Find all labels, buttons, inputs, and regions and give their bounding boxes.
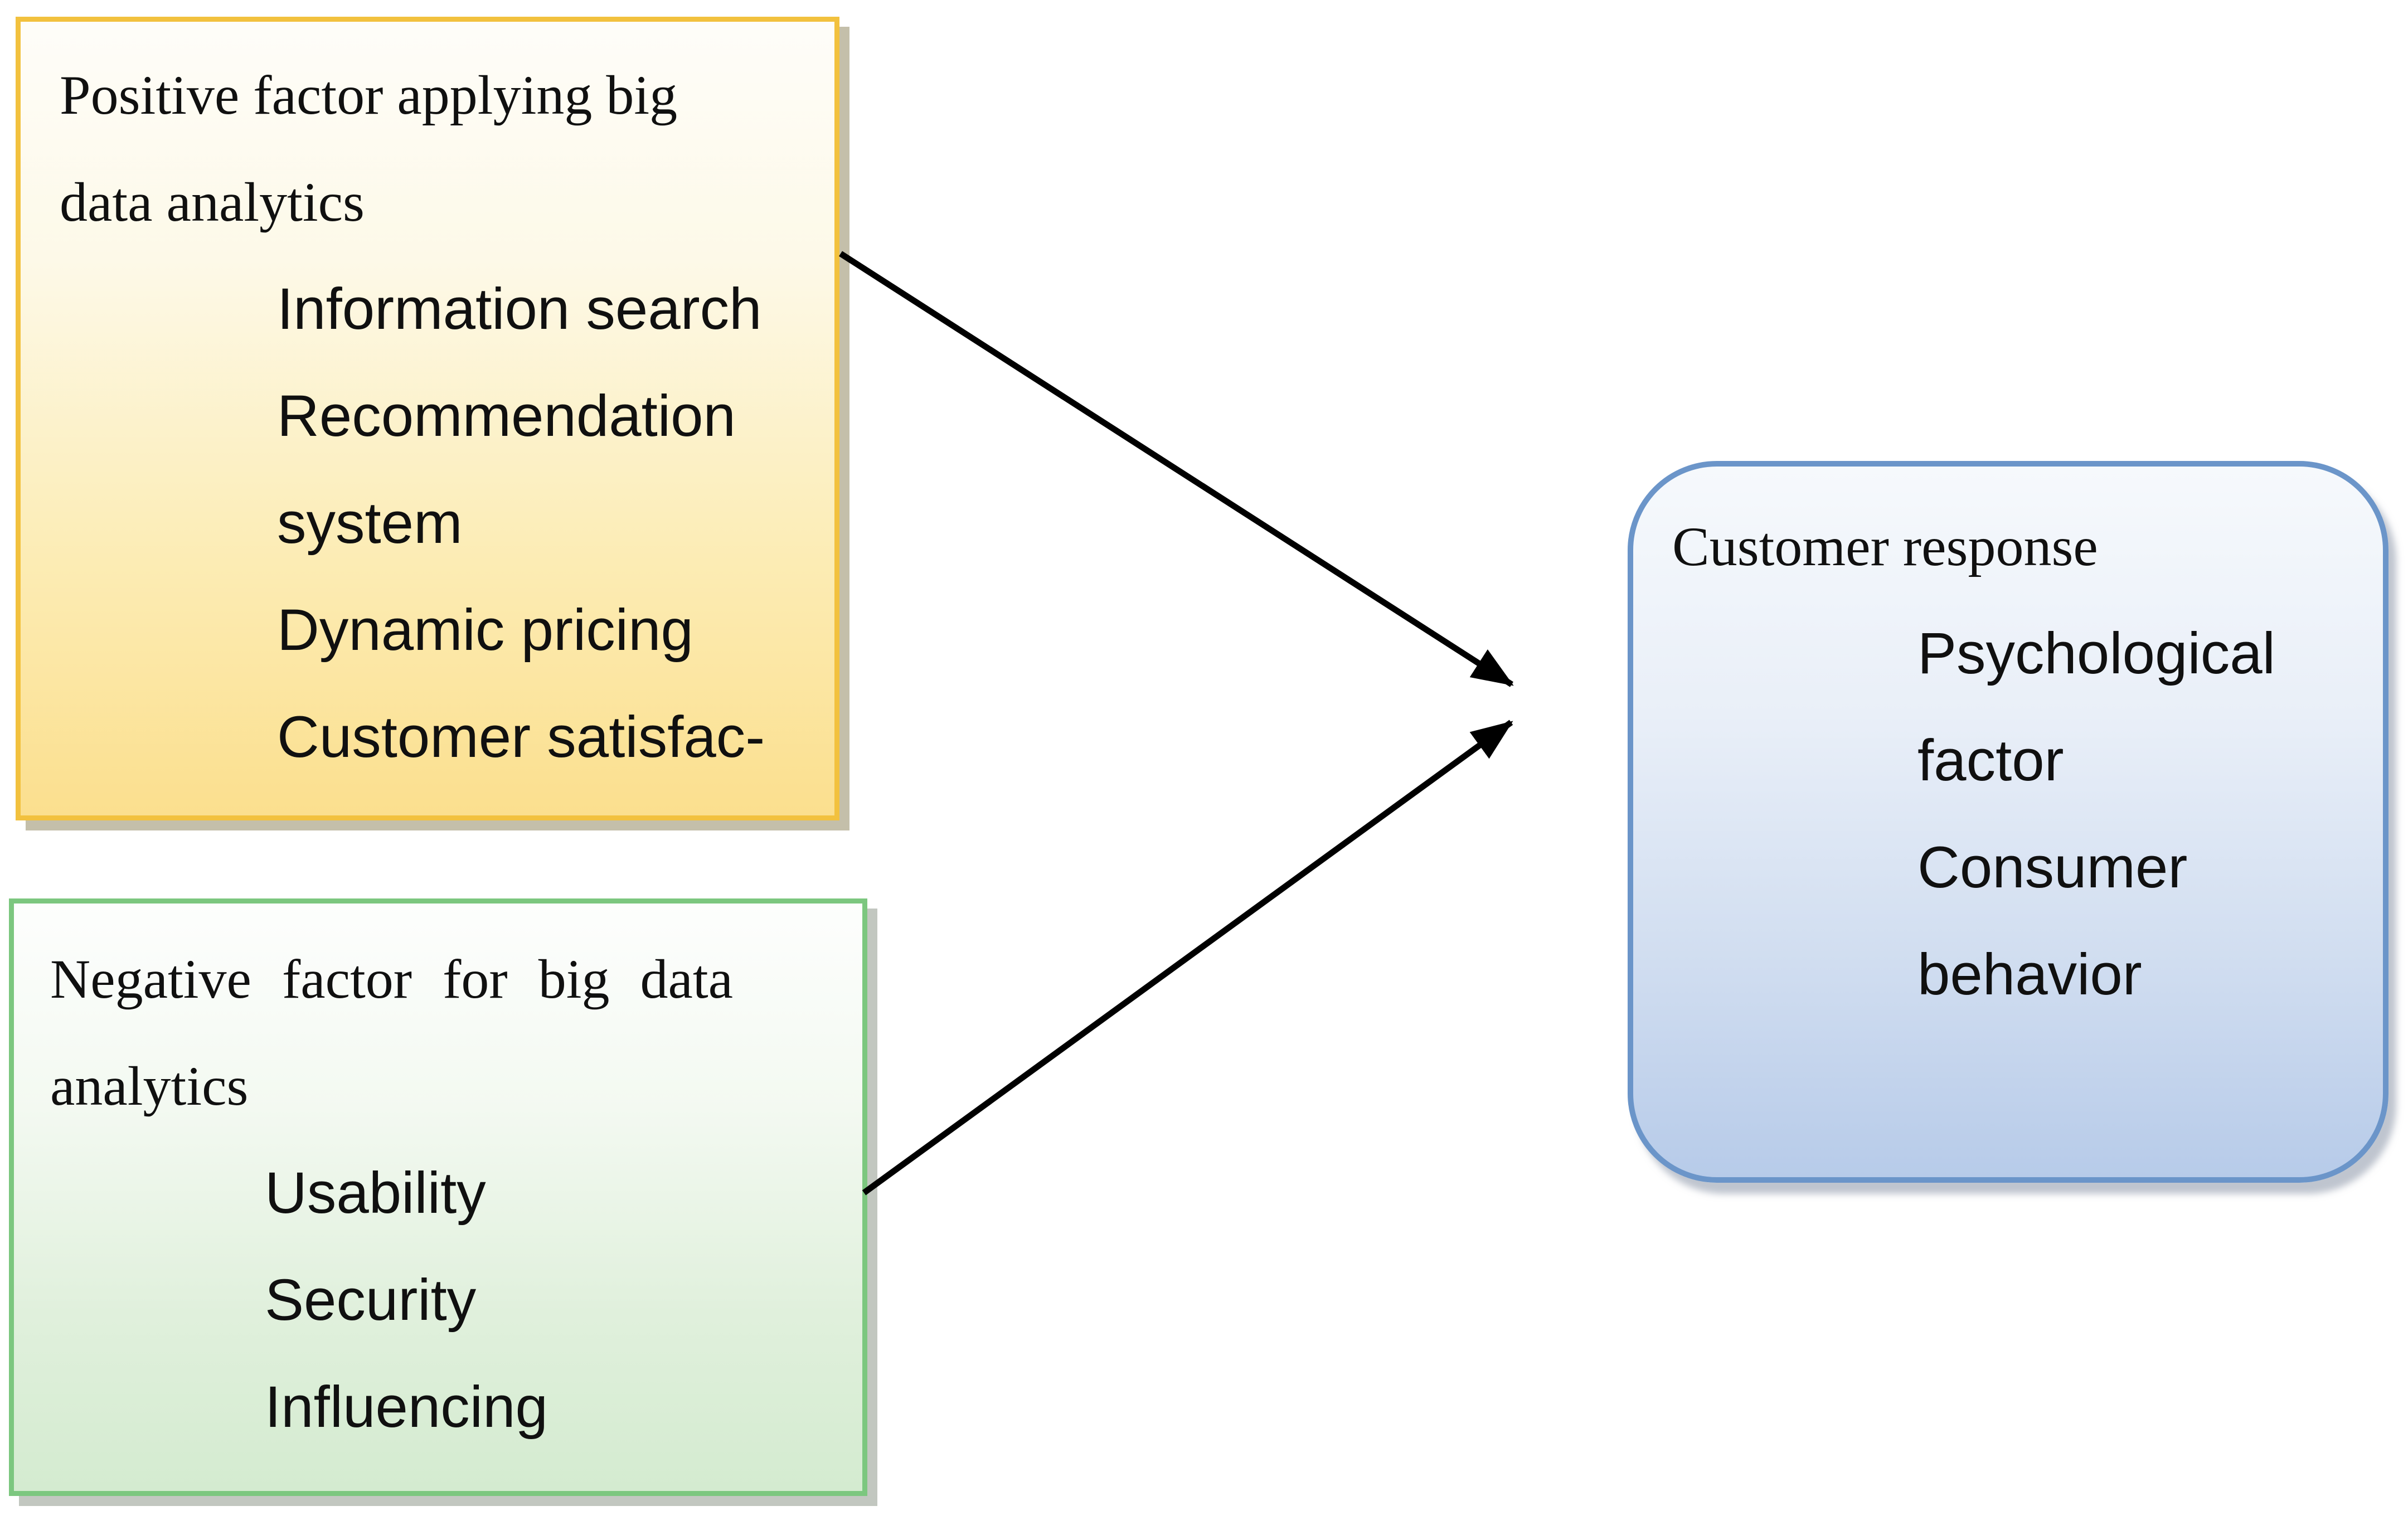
positive-box-item-information-search: Information search	[277, 276, 762, 342]
customer-response-box: Customer response Psychological factor C…	[1628, 461, 2388, 1183]
response-box-title: Customer response	[1672, 516, 2098, 577]
positive-box-item-recommendation: Recommendation	[277, 383, 736, 449]
negative-box-title-line-1: Negative factor for big data	[50, 948, 734, 1010]
response-box-item-consumer: Consumer	[1917, 835, 2188, 900]
positive-factors-box: Positive factor applying big data analyt…	[16, 17, 839, 820]
negative-box-item-usability: Usability	[265, 1160, 486, 1226]
positive-box-item-customer-satisfaction: Customer satisfac-	[277, 705, 765, 770]
positive-box-item-system: system	[277, 490, 463, 556]
response-box-item-behavior: behavior	[1917, 942, 2142, 1007]
positive-box-title-line-2: data analytics	[60, 171, 365, 233]
positive-box-title-line-1: Positive factor applying big	[60, 64, 678, 126]
response-box-item-factor: factor	[1917, 728, 2064, 793]
negative-box-title-line-2: analytics	[50, 1055, 249, 1117]
positive-box-item-dynamic-pricing: Dynamic pricing	[277, 598, 693, 663]
negative-box-item-security: Security	[265, 1267, 477, 1333]
arrow-positive-to-response-icon	[839, 251, 1514, 687]
negative-factors-box: Negative factor for big data analytics U…	[9, 898, 867, 1496]
response-box-item-psychological: Psychological	[1917, 621, 2275, 686]
arrow-negative-to-response-icon	[862, 720, 1513, 1196]
negative-box-item-influencing: Influencing	[265, 1374, 548, 1440]
